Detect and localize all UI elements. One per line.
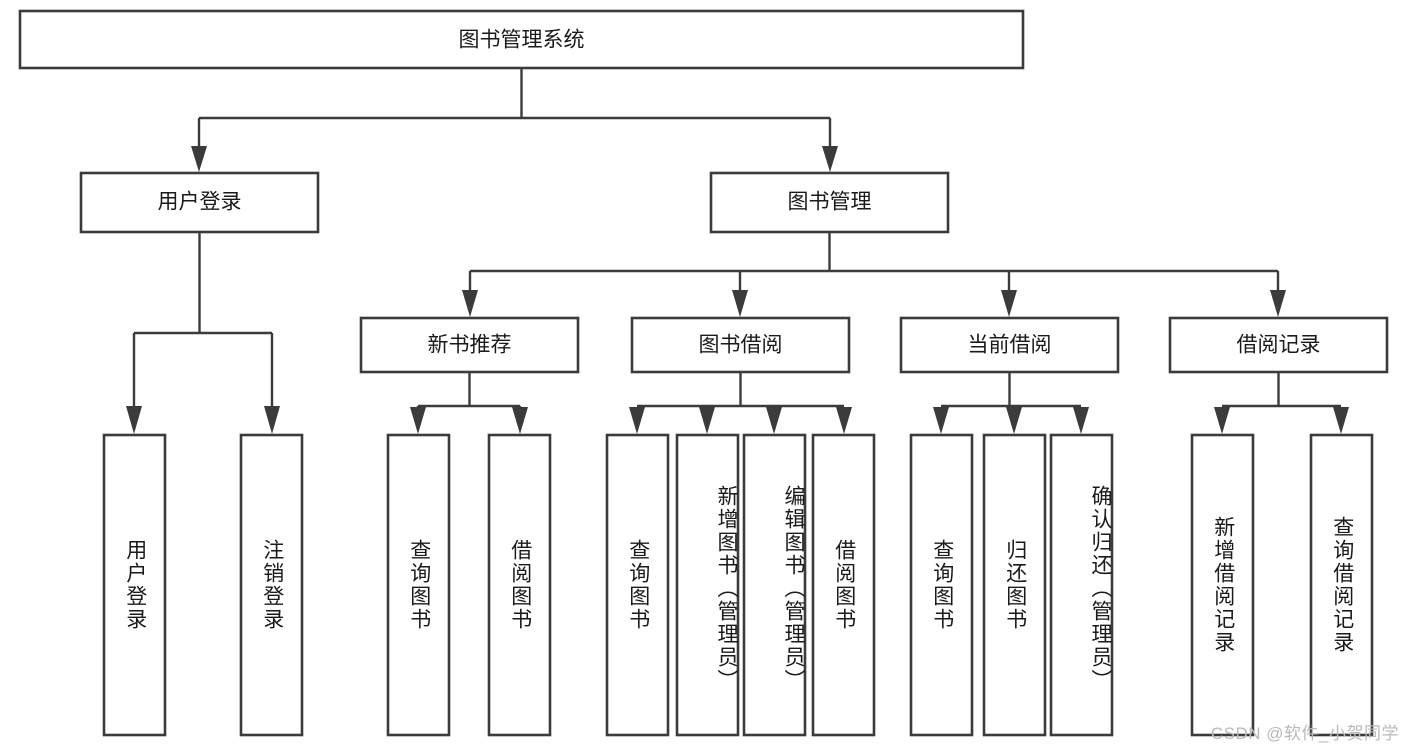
node-user-login[interactable]: 用户登录 (79, 171, 320, 234)
leaf-box-bb-query[interactable] (605, 433, 670, 737)
node-borrow-records[interactable]: 借阅记录 (1168, 316, 1389, 374)
book-manage-label: 图书管理 (788, 191, 872, 214)
current-borrow-label: 当前借阅 (968, 334, 1052, 357)
leaf-box-nbr-borrow[interactable] (487, 433, 552, 737)
leaf-box-nbr-query[interactable] (386, 433, 451, 737)
leaf-box-logout[interactable] (239, 433, 304, 737)
node-book-manage[interactable]: 图书管理 (709, 171, 950, 234)
arrowhead-leaf-bb-query (629, 407, 645, 434)
leaf-box-bb-add[interactable] (675, 433, 740, 737)
leaf-box-cb-confirm[interactable] (1049, 433, 1114, 737)
arrowhead-new-book-recommend (462, 290, 478, 317)
arrowhead-user-login (191, 146, 207, 172)
leaf-box-br-add[interactable] (1190, 433, 1255, 737)
leaf-layer (102, 433, 1374, 737)
arrowhead-borrow-records (1270, 290, 1286, 317)
arrowhead-leaf-nbr-query (410, 407, 426, 434)
book-manage-box[interactable] (709, 171, 950, 234)
arrowhead-current-borrow (1001, 290, 1017, 317)
book-borrow-box[interactable] (630, 316, 851, 374)
leaf-box-bb-borrow[interactable] (811, 433, 876, 737)
new-book-recommend-label: 新书推荐 (428, 334, 512, 357)
arrowhead-leaf-user-login (126, 406, 142, 434)
leaf-box-br-query[interactable] (1309, 433, 1374, 737)
arrowhead-leaf-nbr-borrow (512, 407, 528, 434)
leaf-box-bb-edit[interactable] (742, 433, 807, 737)
node-book-borrow[interactable]: 图书借阅 (630, 316, 851, 374)
csdn-watermark: CSDN @软件_小贺同学 (1210, 724, 1399, 743)
connector-layer (126, 68, 1349, 434)
arrowhead-book-borrow (732, 290, 748, 317)
arrowhead-leaf-br-add (1214, 407, 1230, 434)
book-borrow-label: 图书借阅 (699, 334, 783, 357)
arrowhead-leaf-bb-borrow (836, 407, 852, 434)
arrowhead-book-manage (822, 146, 838, 172)
arrowhead-leaf-bb-add (699, 407, 715, 434)
root-box[interactable] (18, 9, 1025, 70)
current-borrow-box[interactable] (899, 316, 1120, 374)
leaf-box-user-login[interactable] (102, 433, 167, 737)
borrow-records-box[interactable] (1168, 316, 1389, 374)
node-new-book-recommend[interactable]: 新书推荐 (359, 316, 580, 374)
arrowhead-leaf-cb-return (1006, 407, 1022, 434)
node-current-borrow[interactable]: 当前借阅 (899, 316, 1120, 374)
arrowhead-leaf-br-query (1333, 407, 1349, 434)
user-login-box[interactable] (79, 171, 320, 234)
arrowhead-leaf-cb-confirm (1073, 407, 1089, 434)
arrowhead-leaf-logout (264, 406, 280, 434)
leaf-box-cb-return[interactable] (982, 433, 1047, 737)
new-book-recommend-box[interactable] (359, 316, 580, 374)
arrowhead-leaf-bb-edit (766, 407, 782, 434)
borrow-records-label: 借阅记录 (1237, 334, 1321, 357)
root-label: 图书管理系统 (459, 29, 585, 52)
arrowhead-leaf-cb-query (933, 407, 949, 434)
leaf-box-cb-query[interactable] (909, 433, 974, 737)
user-login-label: 用户登录 (158, 191, 242, 214)
node-root[interactable]: 图书管理系统 (18, 9, 1025, 70)
